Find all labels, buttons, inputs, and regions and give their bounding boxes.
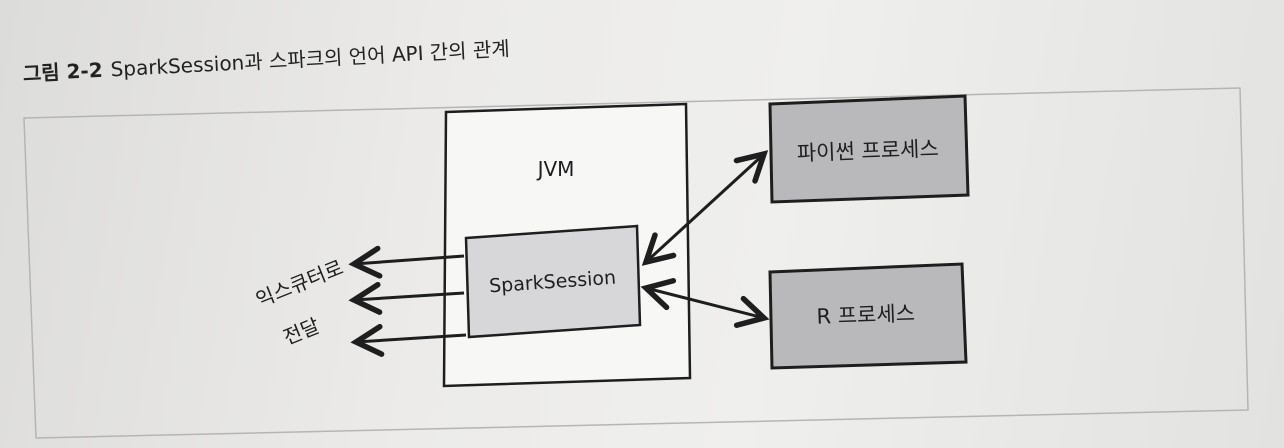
r-process-box (768, 262, 968, 370)
jvm-label: JVM (536, 157, 575, 181)
r-connection-arrow (646, 288, 764, 318)
python-process-label: 파이썬 프로세스 (796, 137, 939, 166)
executor-arrow-2 (354, 293, 465, 300)
executor-arrow-3 (356, 335, 467, 342)
executor-label-line1: 익스큐터로 (252, 255, 346, 312)
executor-arrow-1 (354, 256, 465, 264)
python-process-box (768, 94, 970, 204)
spark-session-box (464, 224, 642, 339)
r-process-label: R 프로세스 (816, 301, 915, 328)
figure-frame (23, 87, 1249, 439)
python-connection-arrow (646, 154, 764, 262)
executor-label-line2: 전달 (280, 313, 323, 349)
